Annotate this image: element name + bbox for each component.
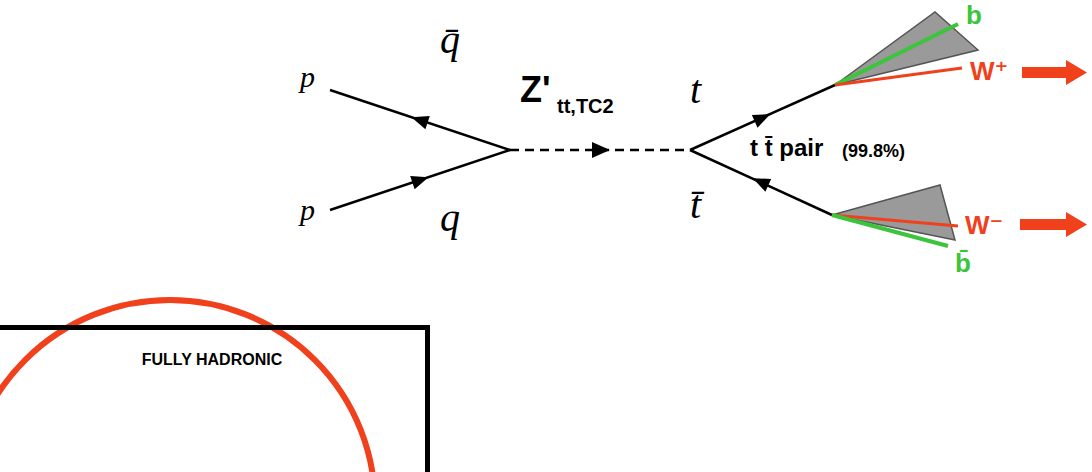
boson-label: Z' [520,72,551,108]
particle-label: t [690,70,701,110]
title-box: FULLY HADRONIC [0,325,430,472]
particle-label: W⁻ [965,212,1003,238]
fermion-arrow [410,171,431,190]
propagator-arrow [592,142,610,158]
particle-label: b [966,2,982,28]
particle-label: p [300,195,315,225]
w-boson-line [835,68,962,85]
fermion-arrow [752,108,773,128]
jet-cone [835,12,978,85]
fermion-arrow [409,111,430,130]
box-title: FULLY HADRONIC [0,350,425,369]
boson-subscript: tt,TC2 [557,96,614,116]
branching-ratio: (99.8%) [842,142,905,160]
pair-label: t t̄ pair [750,136,823,160]
fermion-line [330,90,510,150]
b-quark-line [832,215,948,246]
particle-label: q [440,198,460,238]
particle-label: b̄ [955,250,971,276]
particle-label: W⁺ [970,58,1008,84]
decay-arrow [1022,60,1087,85]
particle-label: q̄ [440,20,460,60]
decay-arrow [1020,212,1087,237]
fermion-line [330,150,510,210]
fermion-arrow [750,172,771,192]
particle-label: p [300,62,315,92]
particle-label: t̄ [690,185,701,225]
